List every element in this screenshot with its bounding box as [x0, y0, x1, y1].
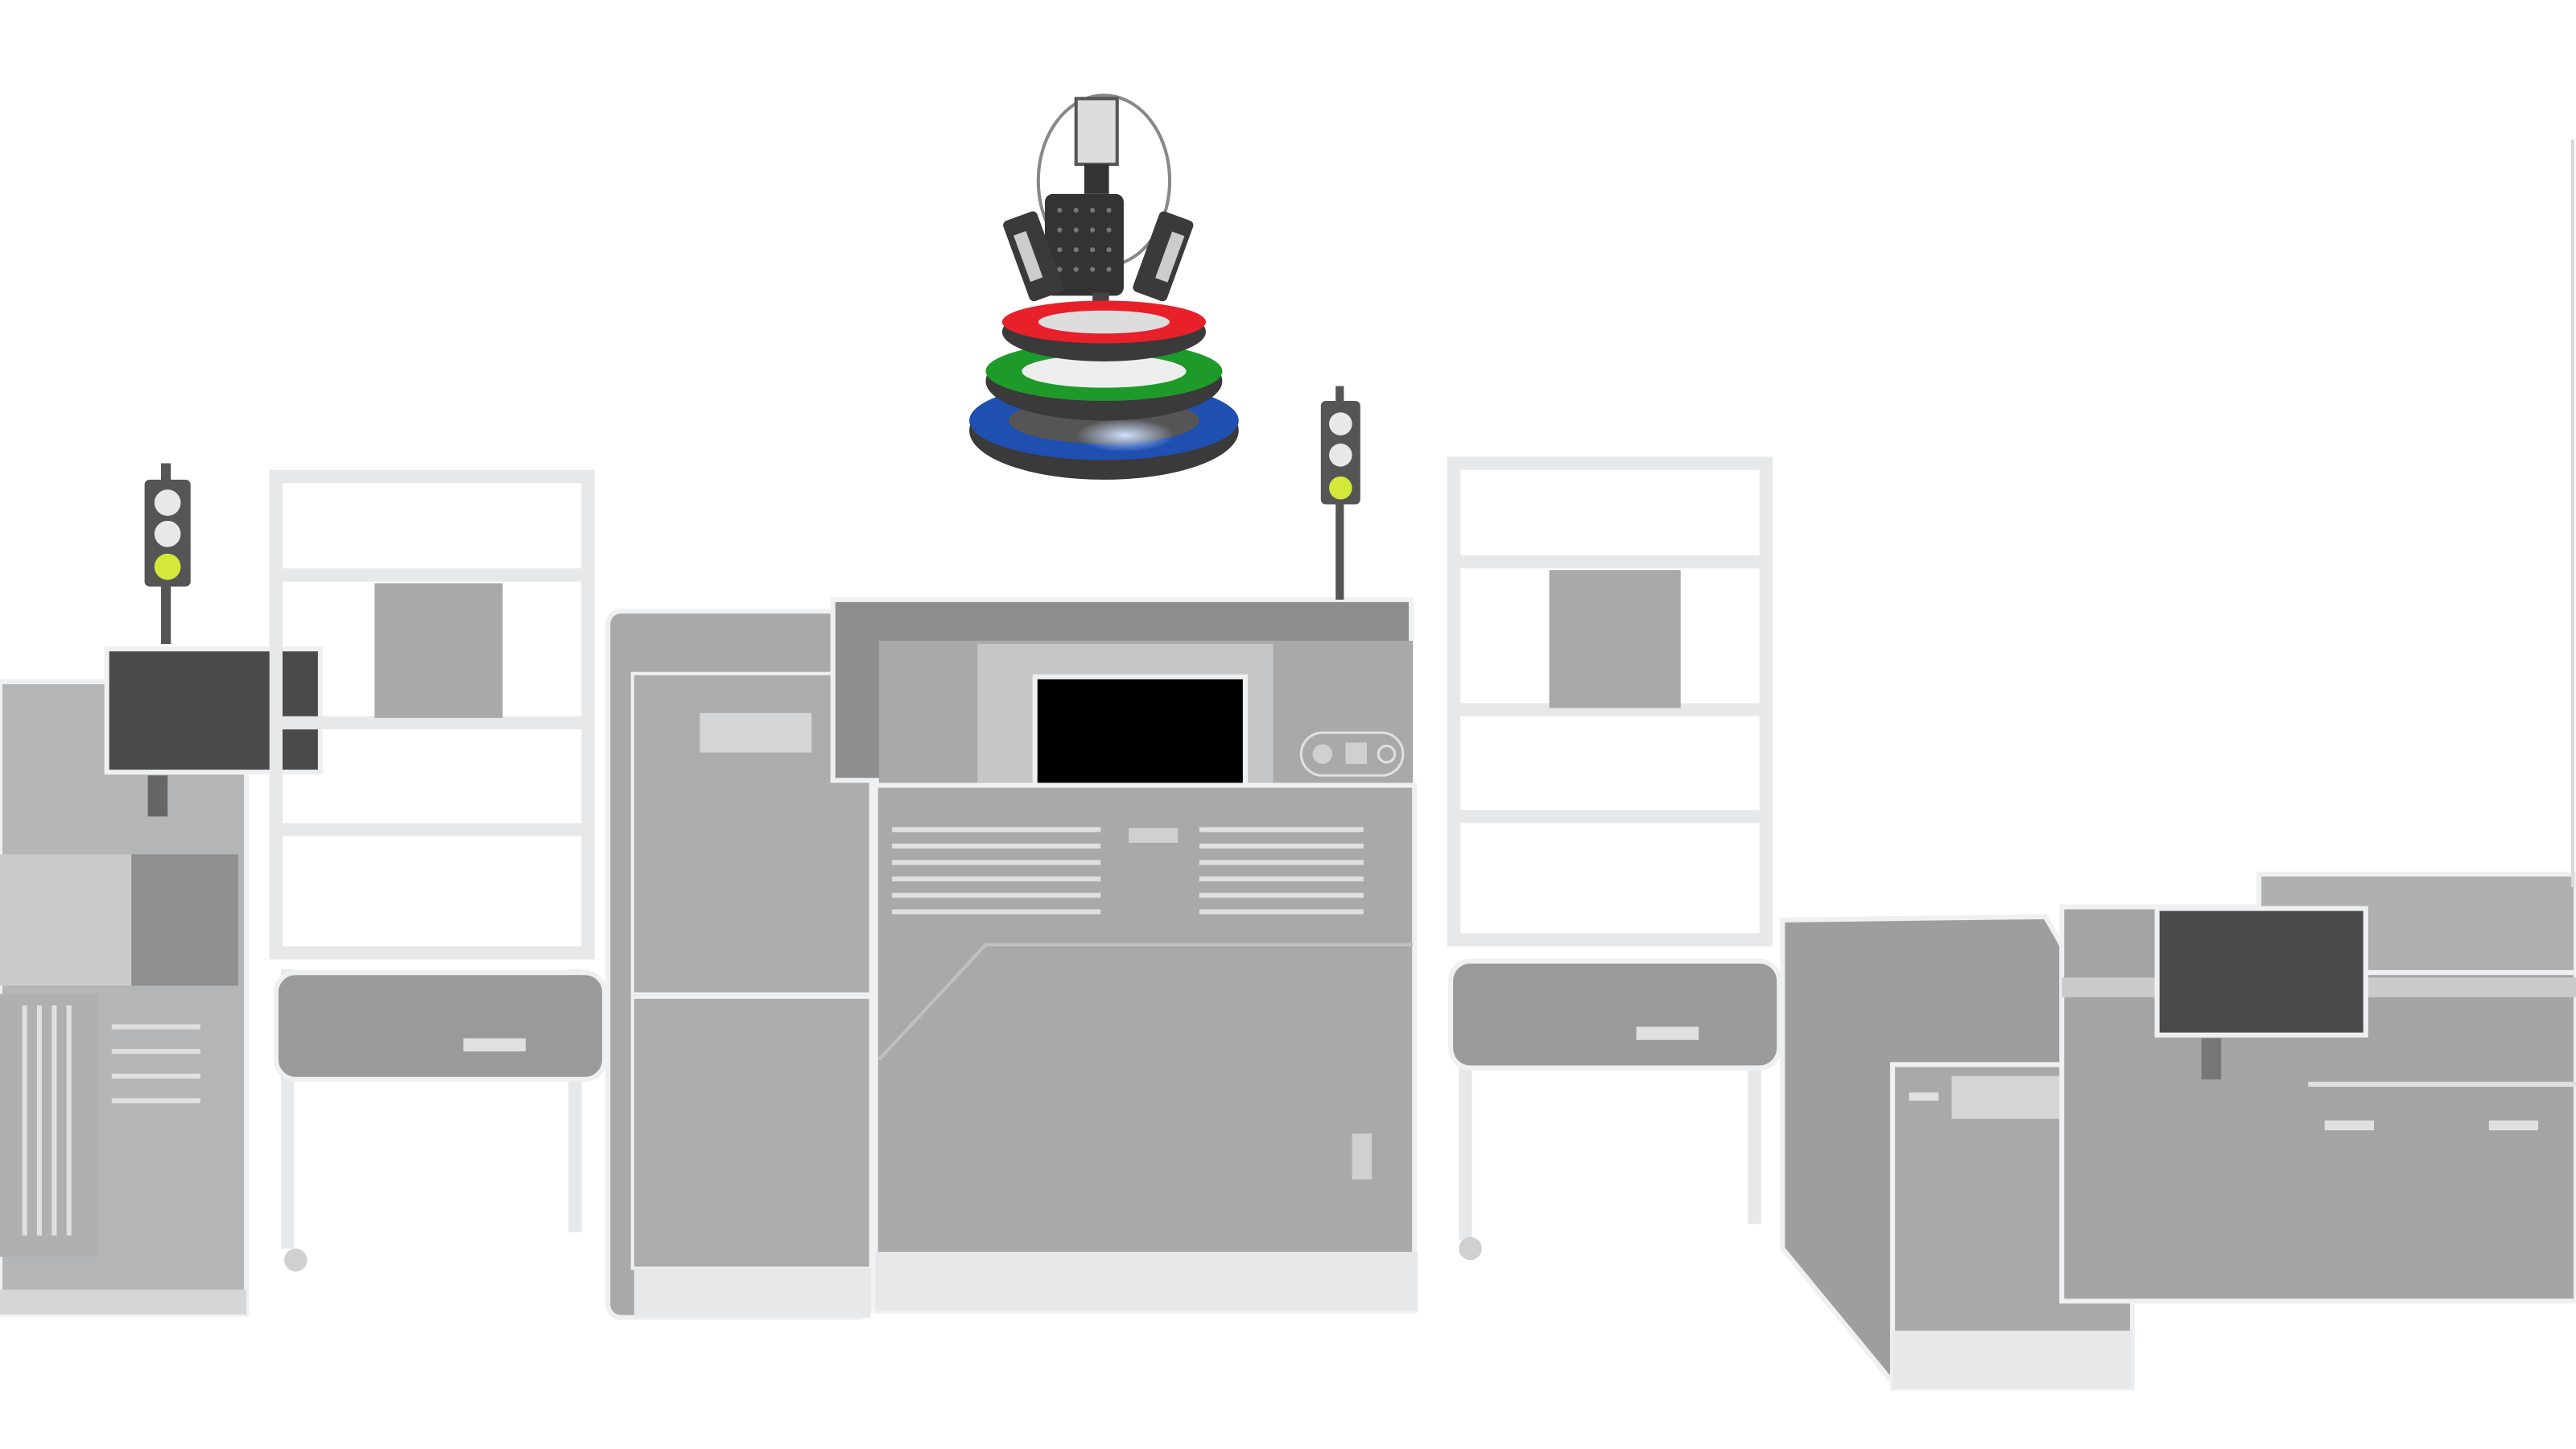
control-panel — [1299, 731, 1405, 777]
control-button-icon — [1312, 744, 1333, 764]
reflow-oven — [2059, 871, 2576, 1304]
control-button-icon — [1345, 742, 1367, 764]
tall-cabinet — [605, 609, 873, 1320]
aoi-machine — [830, 597, 1418, 1314]
signal-tower-icon — [1320, 386, 1360, 600]
monitor-icon — [104, 646, 324, 775]
control-button-icon — [1377, 745, 1397, 764]
camera-head-icon — [1003, 93, 1194, 326]
monitor-icon — [2154, 906, 2368, 1038]
left-machine — [0, 646, 324, 1317]
signal-tower-icon — [144, 463, 191, 644]
left-conveyor-panel — [374, 583, 503, 718]
ring-light-icon — [969, 300, 1239, 480]
right-conveyor-panel — [1549, 570, 1681, 708]
right-conveyor-drawer — [1447, 958, 1782, 1071]
left-conveyor-drawer — [273, 970, 608, 1082]
